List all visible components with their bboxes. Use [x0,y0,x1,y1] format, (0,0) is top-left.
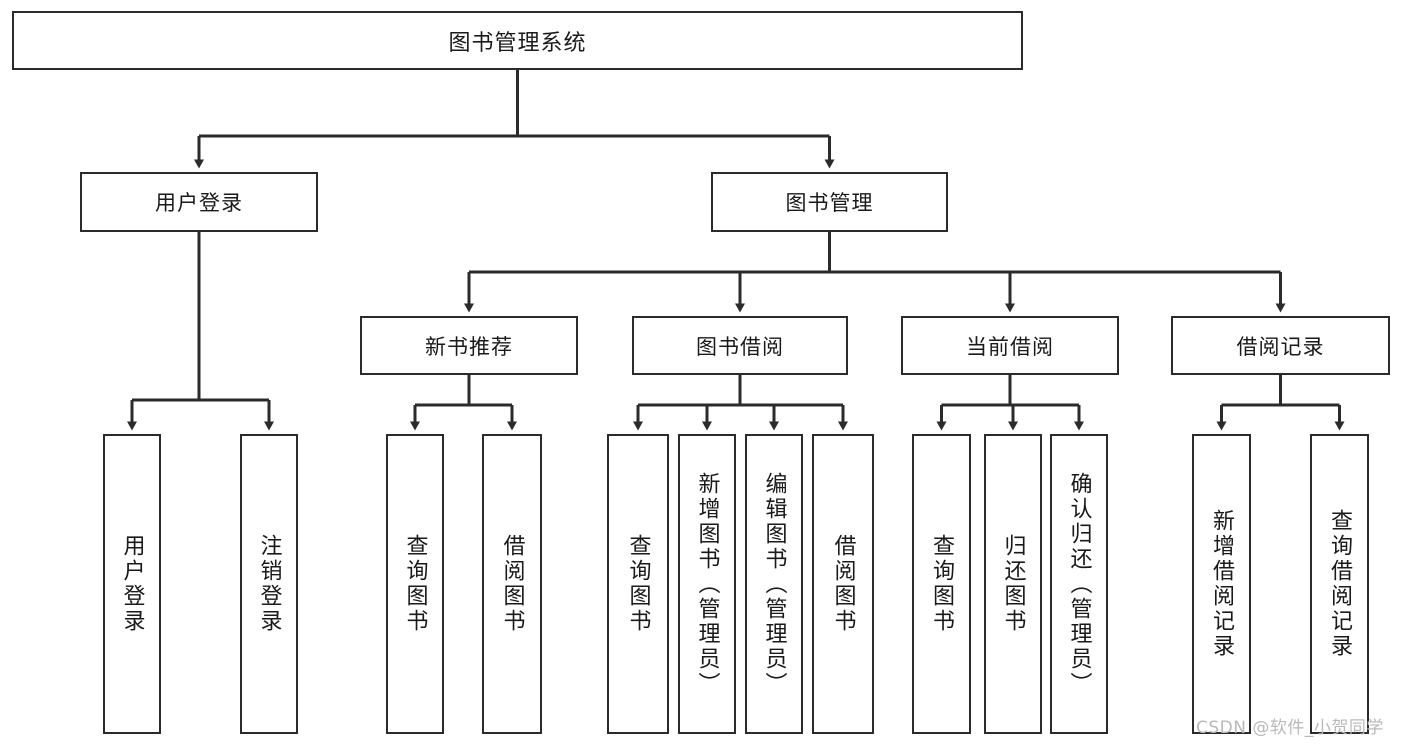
node-label: 新增借阅记录 [1209,509,1235,659]
leaf-编辑图书-管理员[interactable]: 编辑图书（管理员） [745,434,803,734]
node-label: 确认归还（管理员） [1066,471,1092,697]
node-label: 新书推荐 [425,334,513,359]
leaf-新增图书-管理员[interactable]: 新增图书（管理员） [678,434,736,734]
leaf-查询图书-新书推荐[interactable]: 查询图书 [386,434,444,734]
node-label: 查询图书 [625,534,651,634]
node-label: 新增图书（管理员） [694,471,720,697]
leaf-查询借阅记录[interactable]: 查询借阅记录 [1310,434,1369,734]
node-label: 注销登录 [256,534,282,634]
leaf-确认归还-管理员[interactable]: 确认归还（管理员） [1050,434,1108,734]
node-图书管理[interactable]: 图书管理 [711,172,948,232]
leaf-查询图书-当前借阅[interactable]: 查询图书 [912,434,971,734]
node-label: 查询借阅记录 [1327,509,1353,659]
node-label: 图书管理系统 [448,30,587,56]
leaf-查询图书-图书借阅[interactable]: 查询图书 [607,434,669,734]
node-label: 图书管理 [785,191,874,215]
node-新书推荐[interactable]: 新书推荐 [360,316,578,375]
leaf-新增借阅记录[interactable]: 新增借阅记录 [1192,434,1251,734]
node-借阅记录[interactable]: 借阅记录 [1171,316,1390,375]
node-label: 借阅图书 [830,534,856,634]
leaf-用户登录[interactable]: 用户登录 [103,434,161,734]
node-label: 图书借阅 [696,334,784,359]
node-label: 编辑图书（管理员） [761,471,787,697]
node-label: 借阅图书 [499,534,525,634]
node-label: 查询图书 [402,534,428,634]
node-label: 归还图书 [1000,534,1026,634]
leaf-归还图书[interactable]: 归还图书 [984,434,1042,734]
node-label: 用户登录 [119,534,145,634]
node-label: 用户登录 [155,191,243,215]
node-用户登录[interactable]: 用户登录 [80,172,318,232]
leaf-借阅图书-新书推荐[interactable]: 借阅图书 [482,434,542,734]
leaf-借阅图书-图书借阅[interactable]: 借阅图书 [812,434,874,734]
watermark-text: CSDN @软件_小贺同学 [1196,718,1384,738]
leaf-注销登录[interactable]: 注销登录 [240,434,298,734]
node-label: 查询图书 [929,534,955,634]
node-当前借阅[interactable]: 当前借阅 [901,316,1119,375]
node-root-图书管理系统[interactable]: 图书管理系统 [12,11,1023,70]
node-label: 借阅记录 [1236,334,1325,359]
node-label: 当前借阅 [966,334,1054,359]
node-图书借阅[interactable]: 图书借阅 [632,316,848,375]
